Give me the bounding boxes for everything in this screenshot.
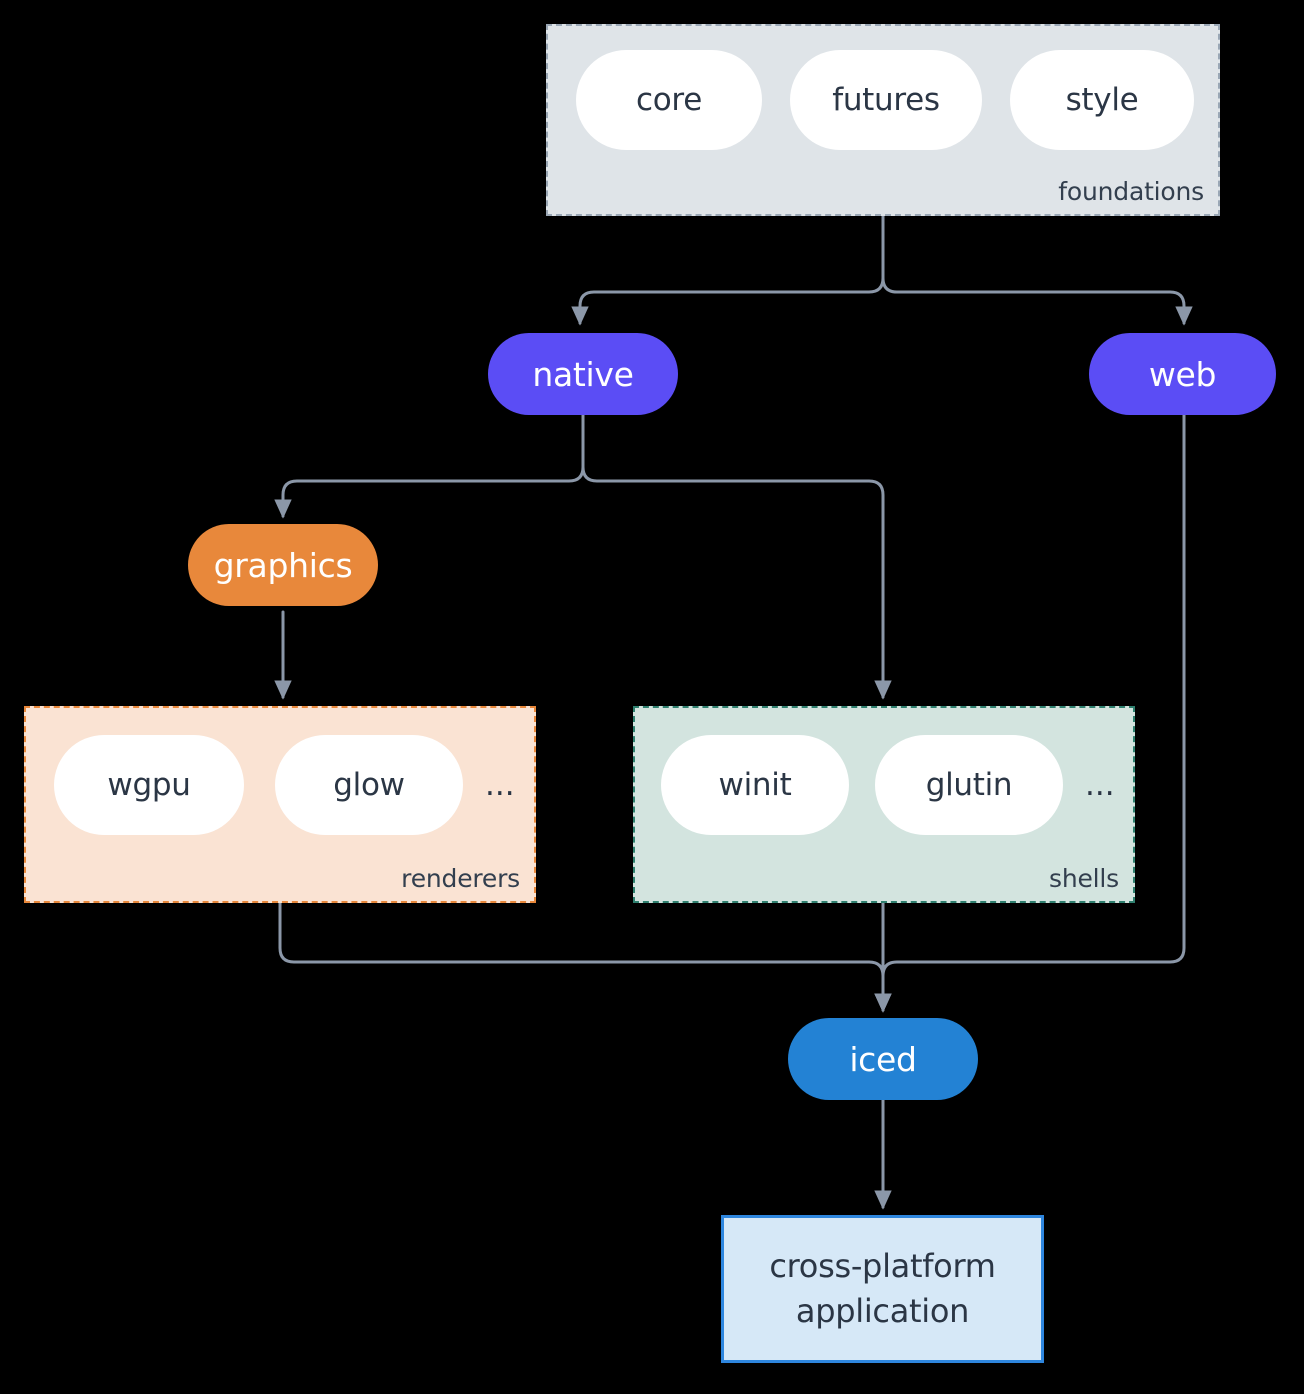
pill-glow[interactable]: glow bbox=[275, 735, 463, 835]
node-web[interactable]: web bbox=[1089, 333, 1276, 415]
cluster-foundations-label: foundations bbox=[1058, 177, 1204, 206]
cluster-shells: winit glutin ... shells bbox=[633, 706, 1135, 903]
cluster-foundations-items: core futures style bbox=[576, 50, 1194, 150]
application-line-2: application bbox=[795, 1292, 970, 1330]
cluster-foundations: core futures style foundations bbox=[546, 24, 1220, 216]
node-iced[interactable]: iced bbox=[788, 1018, 978, 1100]
pill-style[interactable]: style bbox=[1010, 50, 1194, 150]
pill-winit[interactable]: winit bbox=[661, 735, 849, 835]
shells-ellipsis: ... bbox=[1085, 767, 1115, 803]
application-line-1: cross-platform bbox=[769, 1246, 996, 1285]
pill-core[interactable]: core bbox=[576, 50, 762, 150]
pill-wgpu[interactable]: wgpu bbox=[54, 735, 244, 835]
renderers-ellipsis: ... bbox=[485, 767, 515, 803]
cluster-renderers-items: wgpu glow ... bbox=[54, 735, 515, 835]
cluster-shells-items: winit glutin ... bbox=[661, 735, 1115, 835]
node-application[interactable]: cross-platform application bbox=[721, 1215, 1044, 1363]
node-graphics[interactable]: graphics bbox=[188, 524, 378, 606]
node-native[interactable]: native bbox=[488, 333, 678, 415]
cluster-renderers: wgpu glow ... renderers bbox=[24, 706, 536, 903]
cluster-renderers-label: renderers bbox=[401, 864, 520, 893]
cluster-shells-label: shells bbox=[1049, 864, 1119, 893]
pill-futures[interactable]: futures bbox=[790, 50, 982, 150]
pill-glutin[interactable]: glutin bbox=[875, 735, 1063, 835]
